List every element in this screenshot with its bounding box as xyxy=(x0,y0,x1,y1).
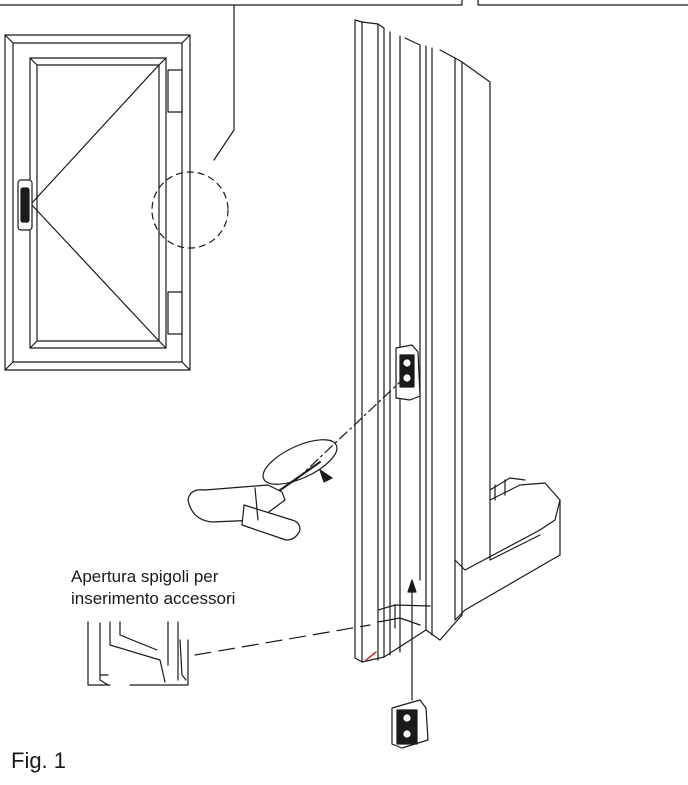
caption-line-2: inserimento accessori xyxy=(71,589,236,608)
detail-leader xyxy=(194,624,371,656)
caption: Apertura spigoli per inserimento accesso… xyxy=(71,566,235,610)
corner-area xyxy=(377,604,431,629)
caption-line-1: Apertura spigoli per xyxy=(71,567,219,586)
top-frame-boxes xyxy=(0,0,688,161)
insertion-arrow xyxy=(407,579,417,701)
hardware-block-loose xyxy=(391,699,429,749)
accent-mark xyxy=(365,651,377,661)
figure-label: Fig. 1 xyxy=(11,748,67,773)
screwdriver xyxy=(187,461,321,541)
screwdriver-path xyxy=(295,381,401,481)
window-overview xyxy=(4,34,191,371)
hardware-block-mounted xyxy=(395,344,421,401)
detail-circle xyxy=(151,171,229,249)
rotation-arrow xyxy=(262,439,338,485)
horizontal-profile xyxy=(454,439,561,621)
corner-detail xyxy=(87,621,189,686)
vertical-profile xyxy=(354,19,491,663)
